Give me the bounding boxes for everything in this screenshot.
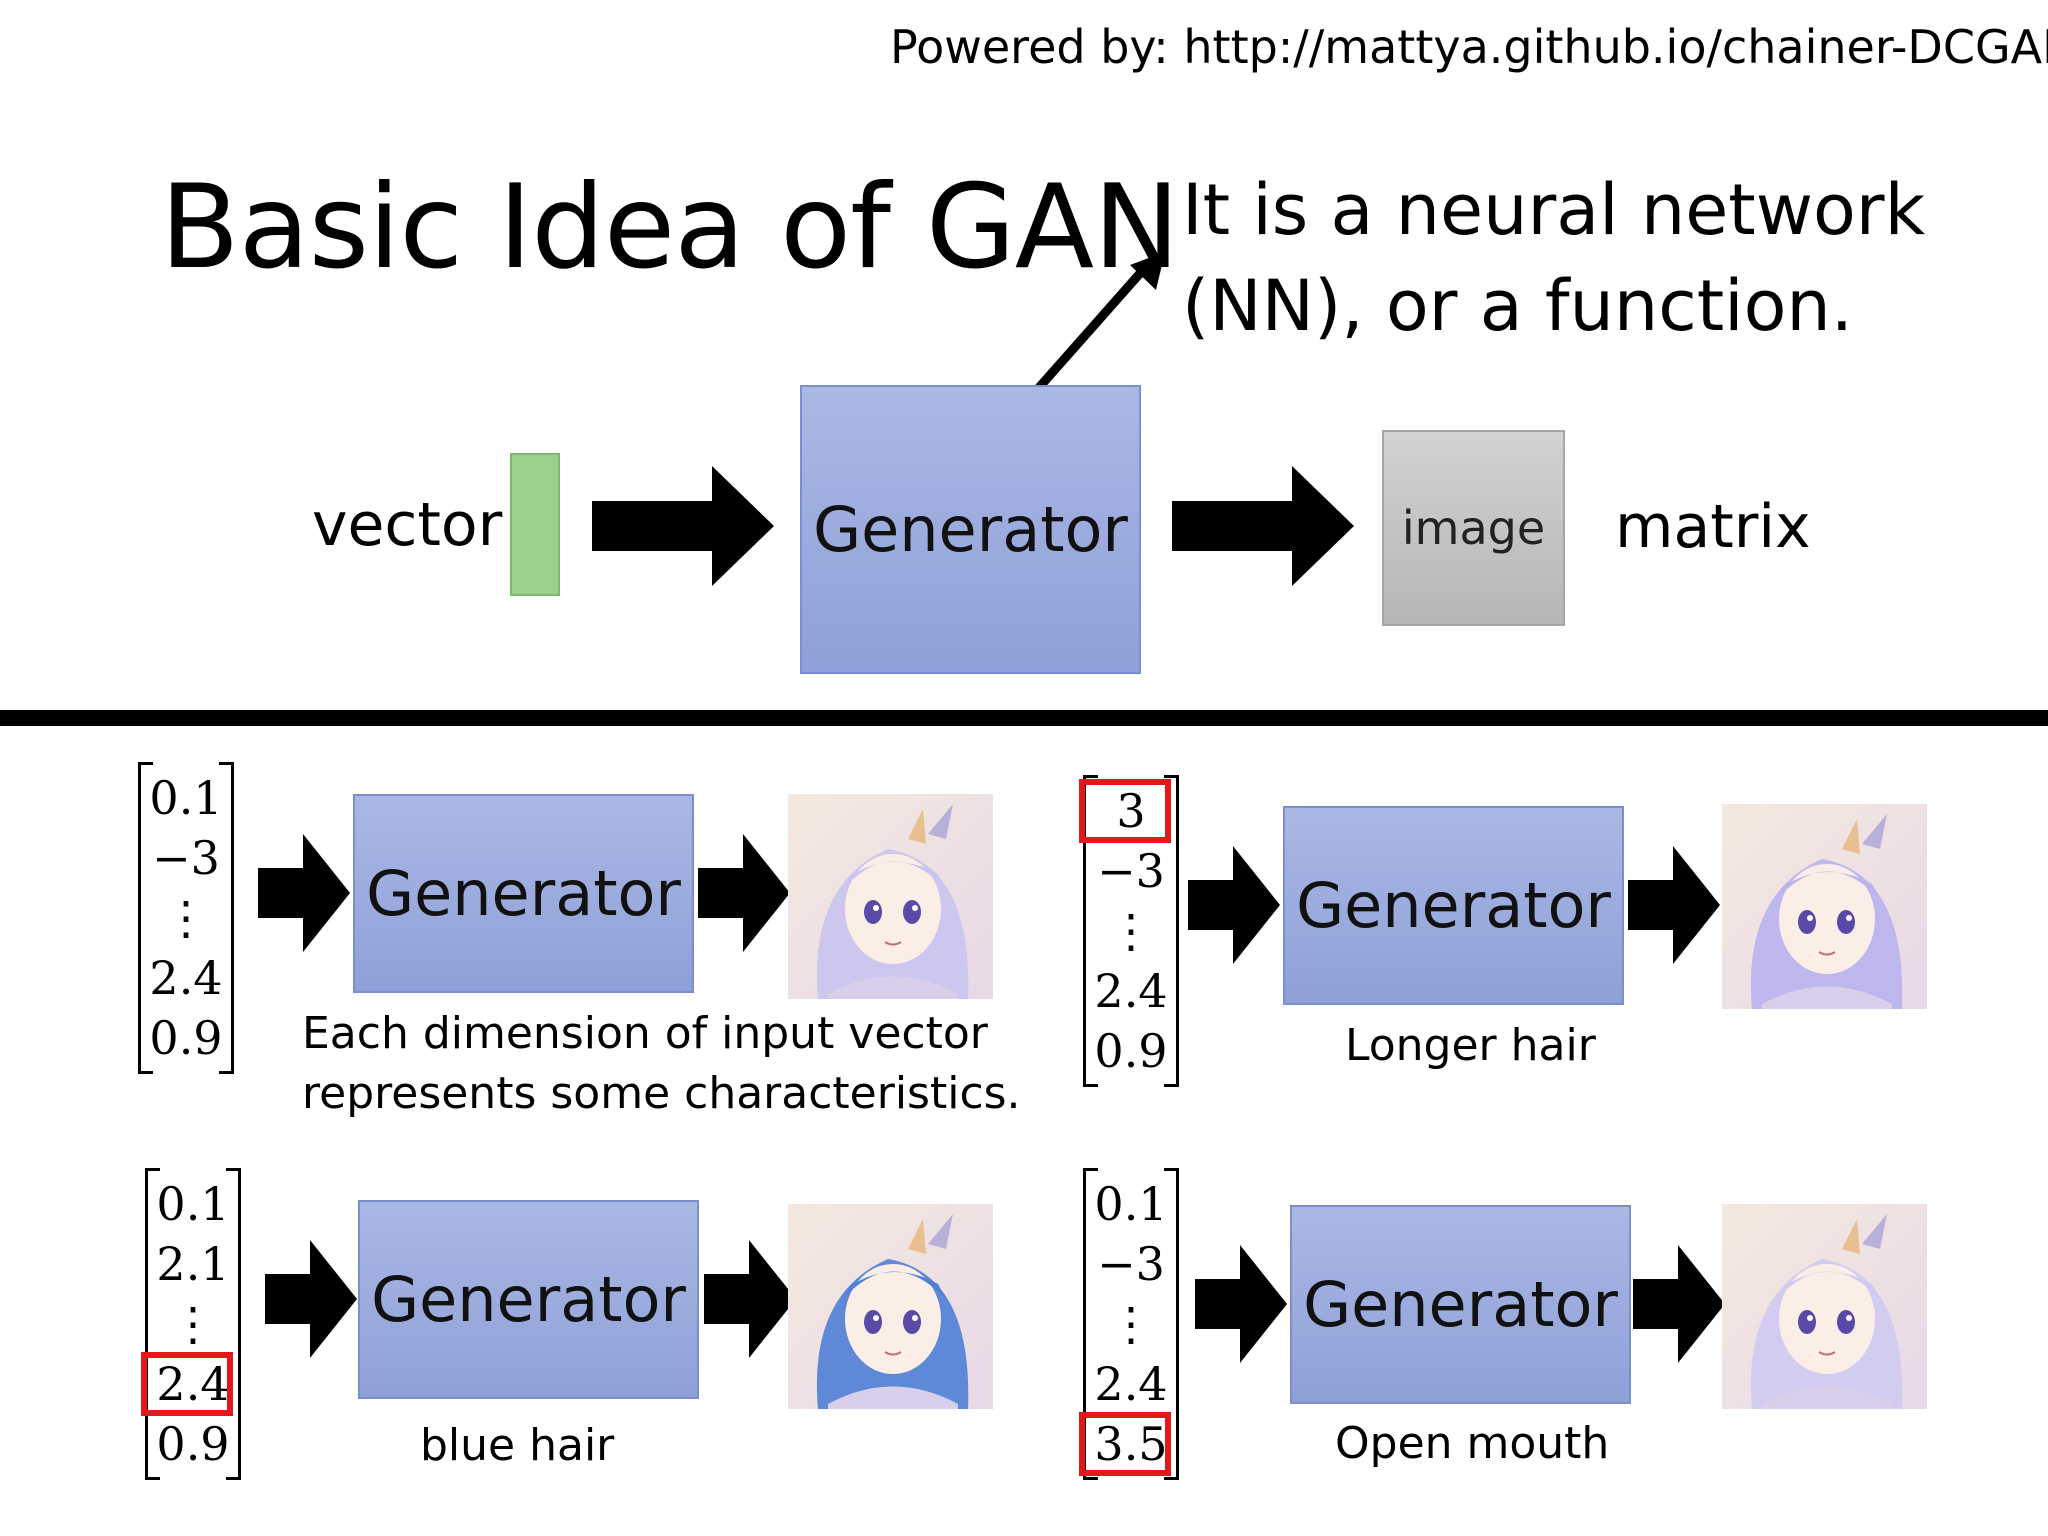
arrow-right-icon <box>592 466 774 586</box>
generator-box: Generator <box>1290 1205 1631 1404</box>
caption-line1: Each dimension of input vector <box>302 1008 988 1059</box>
highlight-box <box>1079 779 1171 843</box>
arrow-right-icon <box>1188 846 1280 964</box>
vector-entry: 2.4 <box>149 951 223 1005</box>
caption-line1: Open mouth <box>1335 1418 1610 1469</box>
generator-box: Generator <box>358 1200 699 1399</box>
arrow-right-icon <box>698 834 790 952</box>
caption-line1: Longer hair <box>1345 1020 1596 1071</box>
generated-image <box>788 794 993 999</box>
arrow-right-icon <box>1628 846 1720 964</box>
powered-by-credit: Powered by: http://mattya.github.io/chai… <box>890 20 2048 74</box>
vector-entry: ⋮ <box>1108 1297 1154 1351</box>
vector-entry: 0.1 <box>156 1177 230 1231</box>
generator-label: Generator <box>1296 869 1611 942</box>
nn-note-line1: It is a neural network <box>1182 169 1926 251</box>
vector-entry: −3 <box>1097 1237 1165 1291</box>
generated-image <box>1722 804 1927 1009</box>
caption-line1: blue hair <box>420 1420 615 1471</box>
vector-entry: ⋮ <box>170 1297 216 1351</box>
generator-label: Generator <box>1303 1268 1618 1341</box>
vector-entry: 2.4 <box>1094 1357 1168 1411</box>
vector-entry: 0.1 <box>149 771 223 825</box>
section-divider <box>0 710 2048 726</box>
vector-entry: 3 <box>1116 784 1146 838</box>
vector-entry: 2.1 <box>156 1237 230 1291</box>
vector-entry: 2.4 <box>156 1357 230 1411</box>
highlight-box <box>1079 1412 1171 1476</box>
generator-box: Generator <box>800 385 1141 674</box>
image-box: image <box>1382 430 1565 626</box>
vector-entry: 0.9 <box>1094 1024 1168 1078</box>
generated-image <box>788 1204 993 1409</box>
anime-portrait-icon <box>1722 804 1927 1009</box>
input-vector-matrix: 0.1 −3 ⋮ 2.4 3.5 <box>1079 1168 1179 1480</box>
vector-entry: 0.9 <box>156 1417 230 1471</box>
arrow-right-icon <box>1195 1245 1287 1363</box>
generator-label: Generator <box>371 1263 686 1336</box>
input-vector-matrix: 3 −3 ⋮ 2.4 0.9 <box>1079 775 1179 1087</box>
generator-box: Generator <box>353 794 694 993</box>
anime-portrait-icon <box>788 794 993 999</box>
generator-label: Generator <box>366 857 681 930</box>
highlight-box <box>141 1352 233 1416</box>
vector-entry: 0.1 <box>1094 1177 1168 1231</box>
vector-entry: ⋮ <box>163 891 209 945</box>
vector-entry: ⋮ <box>1108 904 1154 958</box>
anime-portrait-icon <box>1722 1204 1927 1409</box>
vector-entry: 2.4 <box>1094 964 1168 1018</box>
matrix-label: matrix <box>1615 492 1811 562</box>
generator-box: Generator <box>1283 806 1624 1005</box>
arrow-right-icon <box>1633 1245 1725 1363</box>
arrow-right-icon <box>265 1240 357 1358</box>
vector-entry: −3 <box>152 831 220 885</box>
anime-portrait-icon <box>788 1204 993 1409</box>
arrow-right-icon <box>704 1240 796 1358</box>
generated-image <box>1722 1204 1927 1409</box>
vector-label: vector <box>312 490 503 560</box>
image-label: image <box>1401 501 1546 555</box>
slide-title: Basic Idea of GAN <box>160 160 1180 295</box>
vector-rect <box>510 453 560 596</box>
generator-label: Generator <box>813 493 1128 566</box>
vector-entry: −3 <box>1097 844 1165 898</box>
arrow-right-icon <box>258 834 350 952</box>
nn-note: It is a neural network (NN), or a functi… <box>1182 162 1925 354</box>
nn-note-line2: (NN), or a function. <box>1182 265 1854 347</box>
caption-line2: represents some characteristics. <box>302 1068 1021 1119</box>
input-vector-matrix: 0.1 2.1 ⋮ 2.4 0.9 <box>141 1168 241 1480</box>
vector-entry: 0.9 <box>149 1011 223 1065</box>
vector-entry: 3.5 <box>1094 1417 1168 1471</box>
arrow-right-icon <box>1172 466 1354 586</box>
input-vector-matrix: 0.1 −3 ⋮ 2.4 0.9 <box>138 762 234 1074</box>
